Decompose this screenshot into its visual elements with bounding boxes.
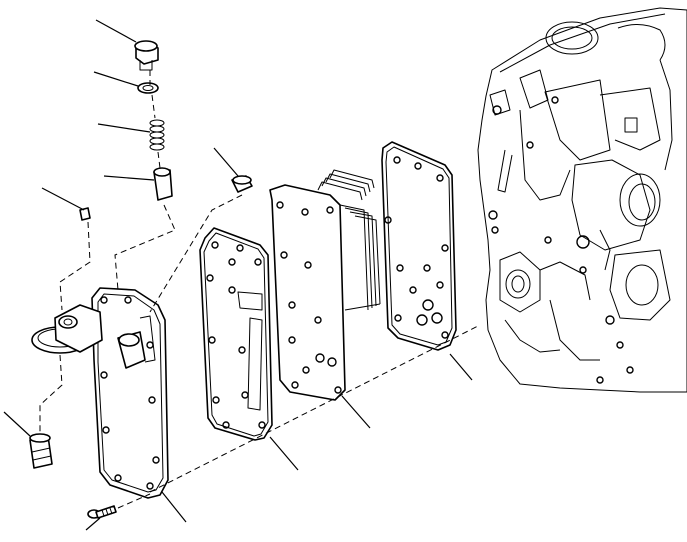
valve — [153, 167, 173, 201]
dowel — [29, 433, 53, 469]
spring — [149, 119, 165, 151]
gasket-outer — [199, 227, 273, 441]
washer — [137, 82, 159, 94]
plug — [134, 40, 159, 71]
cooler-core — [269, 169, 381, 401]
cooler-cover — [31, 287, 169, 499]
cap-screw — [87, 505, 117, 519]
bolt — [231, 175, 253, 193]
assembly-lines — [39, 70, 481, 509]
small-plug — [79, 207, 91, 221]
leader-lines — [3, 19, 473, 531]
gasket-inner — [381, 141, 457, 351]
engine-block — [477, 7, 687, 393]
